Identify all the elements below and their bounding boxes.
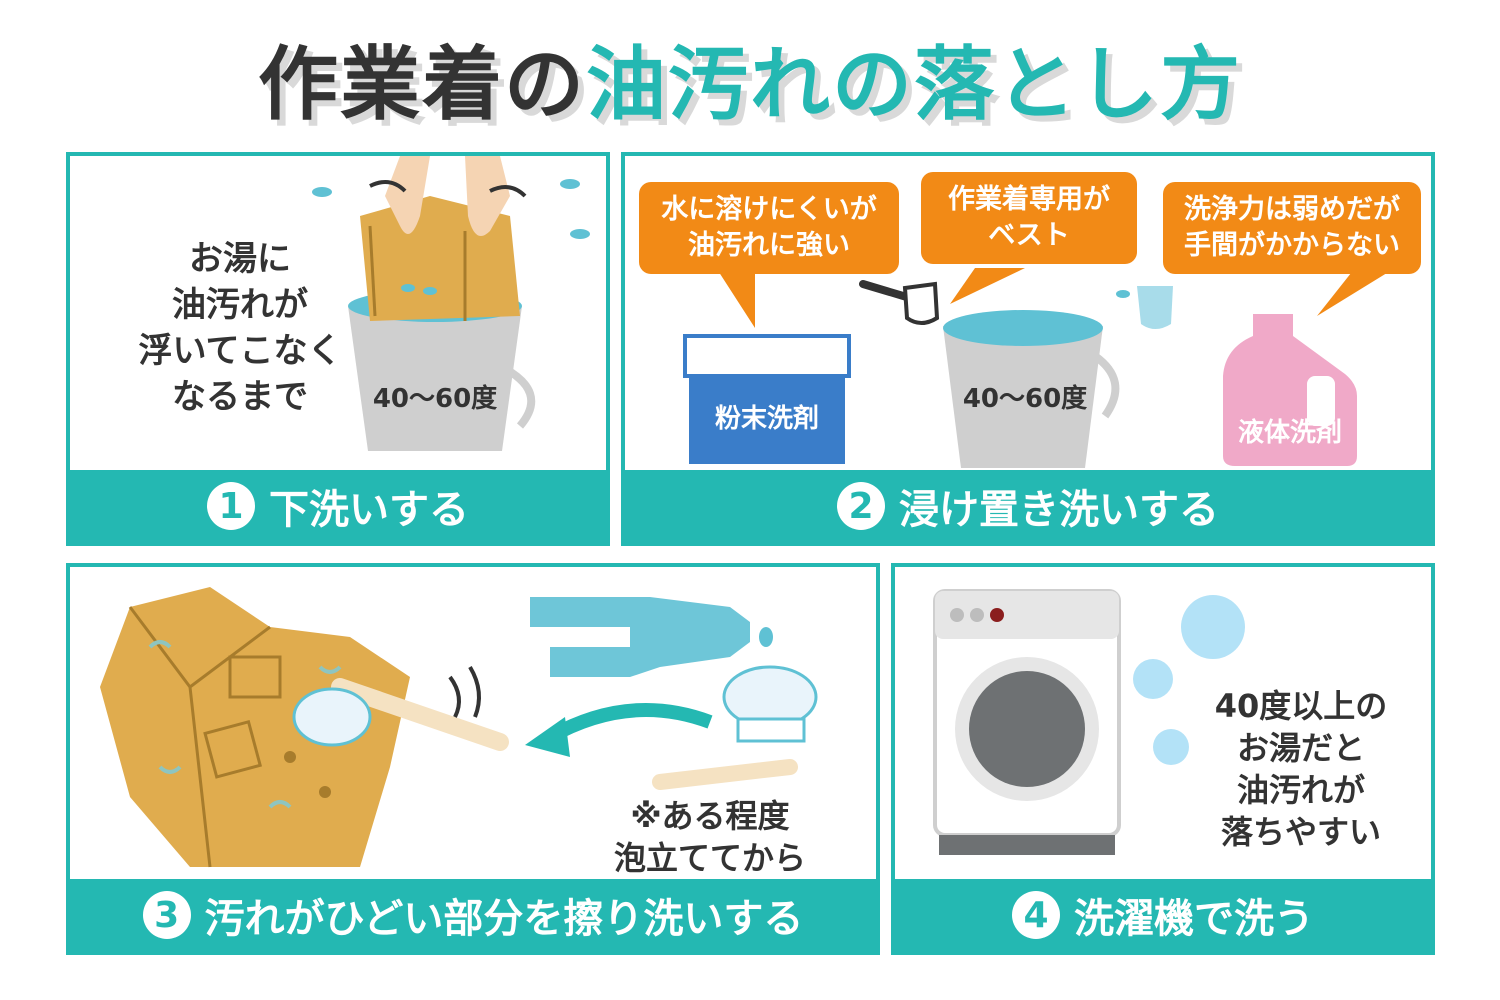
splash-drop <box>560 179 580 189</box>
powder-box <box>689 374 845 464</box>
step4-panel: 40度以上の お湯だと 油汚れが 落ちやすい 4 洗濯機で洗う <box>891 563 1435 955</box>
measuring-scoop <box>902 281 940 325</box>
liquid-label: 液体洗剤 <box>1237 418 1342 448</box>
step1-note-line: お湯に <box>189 239 291 279</box>
step2-illustration <box>683 266 1395 468</box>
liquid-bottle <box>1223 314 1357 466</box>
splash-drop <box>423 287 437 295</box>
power-button <box>990 608 1004 622</box>
step3-illustration <box>100 587 818 868</box>
step2-label: 浸け置き洗いする <box>899 487 1219 533</box>
bucket-body <box>348 306 522 451</box>
bucket-body <box>943 326 1103 468</box>
left-hand <box>385 156 430 234</box>
bottle-handle <box>1307 376 1335 426</box>
soap-bubble <box>1181 595 1245 659</box>
dial-button <box>950 608 964 622</box>
step3-number-badge: 3 <box>142 891 191 939</box>
step4-header: 4 洗濯機で洗う <box>895 879 1431 951</box>
step4-note-line: 40度以上の <box>1214 687 1388 725</box>
bubble-powder: 水に溶けにくいが 油汚れに強い <box>639 182 899 274</box>
step1-label: 下洗いする <box>269 487 469 533</box>
step1-bucket-temp: 40〜60度 <box>372 384 498 414</box>
step4-label: 洗濯機で洗う <box>1074 896 1314 942</box>
bubble-workwear: 作業着専用が ベスト <box>921 172 1137 264</box>
soap-bubble <box>1133 659 1173 699</box>
step3-label: 汚れがひどい部分を擦り洗いする <box>204 896 804 942</box>
right-hand <box>465 156 510 236</box>
arrow-body <box>546 703 713 744</box>
step1-note: お湯に 油汚れが 浮いてこなく なるまで <box>130 236 350 420</box>
dial-button <box>970 608 984 622</box>
toothbrush-head <box>736 717 806 743</box>
powder-label: 粉末洗剤 <box>714 404 819 434</box>
bucket-water <box>943 310 1103 346</box>
page-title: 作業着の油汚れの落とし方 <box>0 30 1500 140</box>
splash-drop <box>570 229 590 239</box>
foam <box>292 687 372 747</box>
step2-panel: 水に溶けにくいが 油汚れに強い 作業着専用が ベスト 洗浄力は弱めだが 手間がか… <box>621 152 1435 546</box>
soap-bubble <box>1153 729 1189 765</box>
splash-drop <box>1116 290 1130 298</box>
splash-drop <box>312 187 332 197</box>
dirty-shirt <box>100 587 410 867</box>
splash-drop <box>401 284 415 292</box>
step4-note-line: 油汚れが <box>1236 771 1365 809</box>
step3-panel: ※ある程度 泡立ててから 3 汚れがひどい部分を擦り洗いする <box>66 563 880 955</box>
step2-header: 2 浸け置き洗いする <box>625 470 1431 542</box>
brush-handle <box>331 678 509 751</box>
step3-note: ※ある程度 泡立ててから <box>590 795 830 879</box>
step2-bucket-temp: 40〜60度 <box>962 384 1088 414</box>
detergent-bottle <box>530 597 750 677</box>
step4-illustration <box>933 589 1245 855</box>
arrow-head <box>525 717 570 757</box>
drip <box>759 627 773 647</box>
bubble-line: 作業着専用が <box>948 184 1110 215</box>
step1-illustration <box>312 156 590 451</box>
door-window <box>969 671 1085 787</box>
bubble-line: 油汚れに強い <box>688 230 850 261</box>
machine-base <box>939 835 1115 855</box>
step3-note-line: 泡立ててから <box>613 839 806 877</box>
step2-number-badge: 2 <box>837 482 885 530</box>
bubble-line: 洗浄力は弱めだが <box>1184 194 1400 225</box>
bubble-line: ベスト <box>988 220 1070 251</box>
step3-note-line: ※ある程度 <box>630 797 790 835</box>
liquid-cap <box>1137 286 1173 329</box>
step4-number-badge: 4 <box>1012 891 1060 939</box>
measuring-scoop-handle <box>859 280 914 302</box>
title-part1: 作業着の <box>251 31 591 138</box>
step1-panel: お湯に 油汚れが 浮いてこなく なるまで 40〜60度 1 下洗いする <box>66 152 610 546</box>
bubble-line: 手間がかからない <box>1184 230 1400 261</box>
control-panel <box>935 591 1119 639</box>
motion-lines <box>369 180 527 198</box>
step1-note-line: なるまで <box>172 377 308 417</box>
step1-header: 1 下洗いする <box>70 470 606 542</box>
bubble-line: 水に溶けにくいが <box>661 194 877 225</box>
step4-note: 40度以上の お湯だと 油汚れが 落ちやすい <box>1191 685 1411 853</box>
bucket-handle <box>1092 352 1120 419</box>
step1-note-line: 浮いてこなく <box>138 331 342 371</box>
step1-number-badge: 1 <box>207 482 255 530</box>
title-part2: 油汚れの落とし方 <box>579 31 1247 138</box>
bubble-liquid: 洗浄力は弱めだが 手間がかからない <box>1163 182 1421 274</box>
step1-note-line: 油汚れが <box>172 285 308 325</box>
powder-box-lid <box>683 334 851 378</box>
step3-header: 3 汚れがひどい部分を擦り洗いする <box>70 879 876 951</box>
step4-note-line: 落ちやすい <box>1220 813 1381 851</box>
step4-note-line: お湯だと <box>1236 729 1365 767</box>
toothbrush-handle <box>652 759 798 790</box>
